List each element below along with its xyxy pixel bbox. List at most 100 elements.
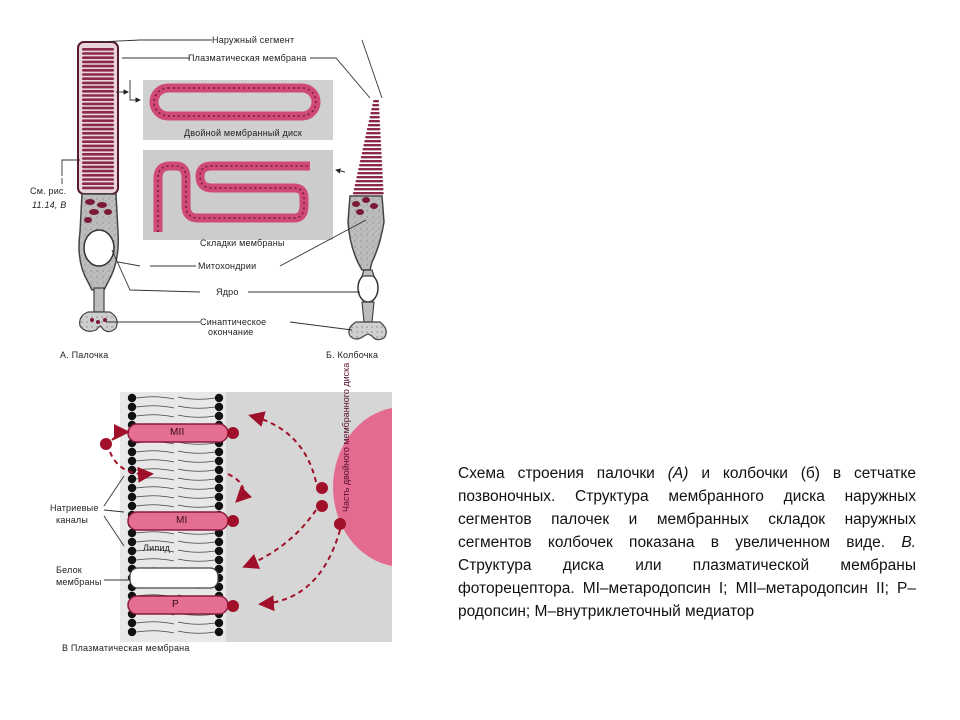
rod-disc [82,90,114,93]
lipid-tail [177,558,216,562]
rod-discs [82,48,114,190]
rod-disc [82,73,114,76]
caption-part-3: и колбочки (б) в сетчатке позвоночных. С… [458,465,917,551]
cone-caption: Б. Колбочка [326,350,379,360]
cone-fold [363,144,382,147]
cone-fold [370,112,380,115]
lipid-tail [177,549,216,553]
rod-nucleus [83,229,115,267]
lipid-tail [135,459,175,463]
cone-fold [373,100,379,103]
lipid-tail [135,414,175,418]
lipid-tail [135,540,175,544]
lipid-tail [177,486,216,490]
lipid-tail [177,630,216,634]
label-nucleus: Ядро [216,287,239,297]
label-mitochondria: Митохондрии [198,261,257,271]
label-sodium-1: Натриевые [50,503,99,513]
rod-disc [82,106,114,110]
lipid-head [127,447,137,457]
cone-folds [352,100,384,195]
lipid-tail [177,495,216,499]
label-see-fig-2: 11.14, В [32,200,67,210]
lipid-head [127,501,137,511]
rod-mitochondria [84,199,112,223]
rod-axon [93,287,105,313]
label-sodium-2: каналы [56,515,89,525]
label-synaptic-1: Синаптическое [200,317,267,327]
lipid-tail [177,459,216,463]
label-disc-part: Часть двойного мембранного диска [341,362,351,512]
rod-disc [82,186,114,190]
lipid-head [214,528,224,538]
lipid-tail [177,396,216,400]
rod-disc [82,64,114,68]
caption-part-5: Структура диска или плазматической мембр… [458,557,916,620]
lipid-tail [177,531,216,535]
lipid-head [214,411,224,421]
dashed-arrows [109,411,341,612]
caption-part-4: В. [901,534,916,551]
label-lipid: Липид [143,543,171,553]
label-plasma-membrane: Плазматическая мембрана [188,53,307,63]
caption-part-1: Схема строения палочки [458,465,668,482]
rod-disc [82,169,114,173]
rod-disc [82,174,114,177]
cone-fold [368,120,381,123]
cone-fold [362,148,382,151]
rod-disc [82,127,114,131]
membrane-protein-white [129,567,219,589]
disc-part-shape [333,408,392,566]
lipid-head [214,546,224,556]
cone-inner-segment [347,195,385,271]
label-double-disc: Двойной мембранный диск [184,128,303,138]
label-protein-2: мембраны [56,577,102,587]
cone-fold [372,104,380,107]
cone-cell [347,100,387,341]
lipid-tail [177,468,216,472]
lipid-tail [135,405,175,409]
cone-fold [367,124,381,127]
lipid-head [127,411,137,421]
rod-disc [82,148,114,152]
rod-disc [82,140,114,143]
cone-fold [364,140,382,143]
label-outer-segment: Наружный сегмент [212,35,295,45]
lipid-head [127,393,137,403]
cone-fold [354,184,384,187]
rod-disc [82,136,114,139]
lipid-head [214,492,224,502]
rod-cell [77,41,120,333]
lipid-head [127,456,137,466]
label-mi: MI [176,515,188,526]
label-see-fig-1: См. рис. [30,186,67,196]
lipid-head [214,393,224,403]
label-mii: MII [170,427,185,438]
cone-fold [357,172,383,175]
rod-disc [82,85,114,89]
lipid-tail [135,531,175,535]
rod-disc [82,123,114,127]
lipid-head [127,402,137,412]
lipid-head [214,537,224,547]
lipid-tail [135,396,175,400]
lipid-head [214,618,224,628]
lipid-head [214,456,224,466]
lipid-head [127,492,137,502]
rod-disc [82,153,114,156]
lipid-head [214,627,224,637]
lipid-head [214,555,224,565]
lipid-head [127,555,137,565]
cone-fold [366,132,381,135]
cone-fold [369,116,380,119]
label-synaptic-2: окончание [208,327,254,337]
lipid-tail [135,549,175,553]
label-protein-1: Белок [56,565,82,575]
rod-disc [82,56,114,59]
rod-disc [82,161,114,164]
cone-fold [352,192,384,195]
lipid-head [127,618,137,628]
lipid-head [214,465,224,475]
cone-nucleus [357,273,379,303]
cone-fold [359,160,383,163]
